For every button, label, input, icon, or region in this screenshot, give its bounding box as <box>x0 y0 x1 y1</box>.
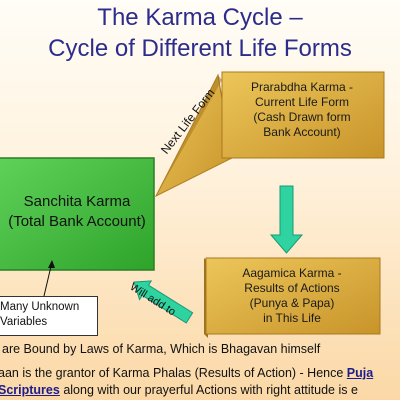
prarabdha-line-4: Bank Account) <box>263 125 341 139</box>
bottom-line-3: Scriptures along with our prayerful Acti… <box>0 383 358 397</box>
bottom-line-2: aan is the grantor of Karma Phalas (Resu… <box>0 366 373 380</box>
callout-text: Many Unknown Variables <box>0 300 100 330</box>
prarabdha-line-1: Prarabdha Karma - <box>250 80 354 94</box>
prarabdha-line-3: (Cash Drawn form <box>253 110 351 124</box>
sanchita-line-2: (Total Bank Account) <box>8 213 146 230</box>
sanchita-box <box>0 157 155 271</box>
aagamica-line-1: Aagamica Karma - <box>242 266 342 280</box>
title-line-2: Cycle of Different Life Forms <box>48 35 352 62</box>
prarabdha-text: Prarabdha Karma - Current Life Form (Cas… <box>222 80 382 140</box>
next-life-funnel-shade <box>156 75 222 196</box>
aagamica-text: Aagamica Karma - Results of Actions (Pun… <box>208 266 376 326</box>
prarabdha-line-2: Current Life Form <box>254 95 350 109</box>
will-add-arrow <box>133 280 194 324</box>
bottom-line-3-text: along with our prayerful Actions with ri… <box>59 383 358 397</box>
callout-line-1: Many Unknown <box>0 301 80 313</box>
down-arrow <box>269 185 304 254</box>
aagamica-line-4: in This Life <box>263 311 321 325</box>
bottom-line-2-text: aan is the grantor of Karma Phalas (Resu… <box>0 366 347 380</box>
puja-highlight: Puja <box>346 366 374 380</box>
aagamica-line-3: (Punya & Papa) <box>249 296 335 310</box>
prarabdha-box <box>221 71 385 159</box>
callout-line-2: Variables <box>0 316 48 328</box>
sanchita-line-1: Sanchita Karma <box>23 193 131 210</box>
aagamica-line-2: Results of Actions <box>244 281 340 295</box>
callout-box <box>0 296 98 336</box>
title-line-1: The Karma Cycle – <box>97 4 303 31</box>
bottom-line-1: are Bound by Laws of Karma, Which is Bha… <box>2 342 321 356</box>
aagamica-box <box>205 257 381 335</box>
callout-pointer-head <box>48 260 55 268</box>
scriptures-highlight: Scriptures <box>0 383 60 397</box>
sanchita-text: Sanchita Karma (Total Bank Account) <box>0 192 154 232</box>
